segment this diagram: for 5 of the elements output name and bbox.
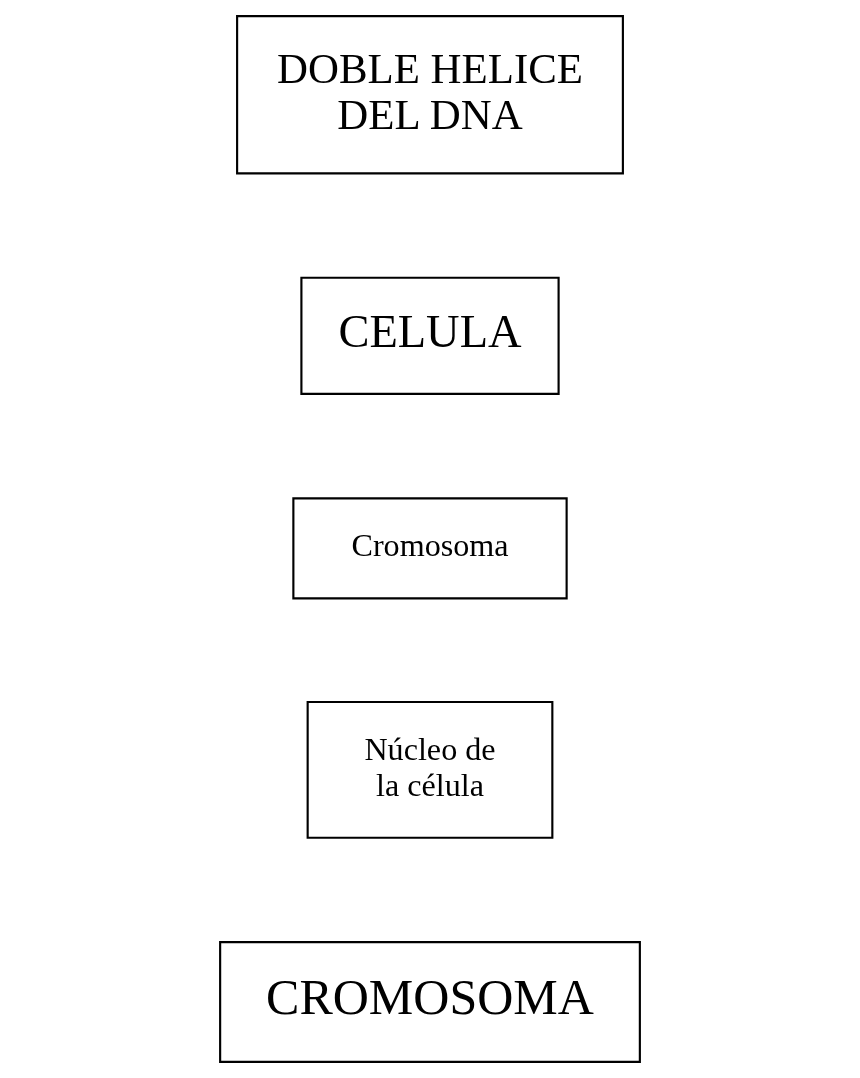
node-box: Cromosoma: [292, 497, 568, 600]
node-box: DOBLE HELICE DEL DNA: [236, 15, 624, 175]
node-box: CROMOSOMA: [219, 941, 641, 1063]
node-box: CELULA: [300, 276, 560, 395]
node-box: Núcleo de la célula: [306, 700, 554, 839]
